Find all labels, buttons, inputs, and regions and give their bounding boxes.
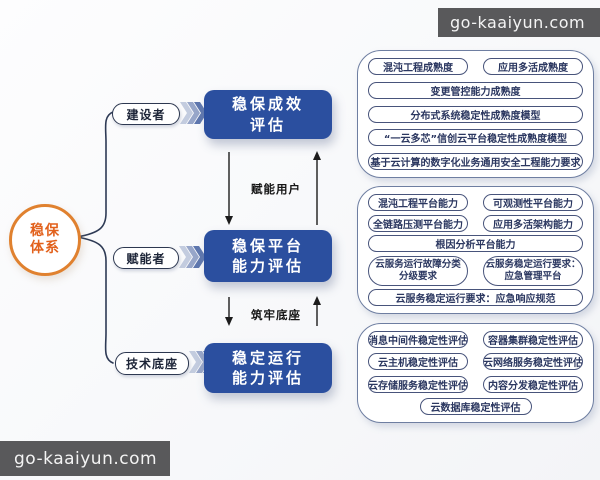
root-node-line2: 体系 — [30, 240, 60, 256]
capability-pill: 云存储服务稳定性评估 — [368, 375, 468, 393]
flow-label-solid-foundation: 筑牢底座 — [251, 308, 301, 322]
root-node-circle: 稳保 体系 — [9, 204, 81, 276]
capability-pill: 云服务稳定运行要求：应急响应规范 — [368, 289, 583, 306]
capability-pill: 应用多活架构能力 — [483, 214, 583, 232]
stage-box-effect-eval: 稳保成效 评估 — [204, 90, 332, 139]
capability-pill: 混沌工程成熟度 — [368, 58, 468, 75]
pill-line1: 云服务运行故障分类 — [375, 258, 461, 270]
capability-pill: 云数据库稳定性评估 — [419, 397, 532, 415]
pill-row: 混沌工程平台能力 可观测性平台能力 — [368, 194, 583, 211]
pill-row: 云数据库稳定性评估 — [368, 397, 583, 415]
pill-row: 云主机稳定性评估 云网络服务稳定性评估 — [368, 353, 583, 371]
capability-pill: 云服务运行故障分类 分级要求 — [368, 255, 468, 286]
capability-pill: 消息中间件稳定性评估 — [368, 331, 468, 348]
capability-pill: 云服务稳定运行要求： 应急管理平台 — [483, 255, 583, 286]
stage-box-line2: 评估 — [249, 115, 286, 134]
stage-box-operation-eval: 稳定运行 能力评估 — [204, 343, 332, 393]
standards-group-operation: 消息中间件稳定性评估 容器集群稳定性评估 云主机稳定性评估 云网络服务稳定性评估… — [357, 323, 594, 423]
triple-chevron-icon — [179, 246, 206, 268]
stage-box-line1: 稳保成效 — [231, 95, 304, 114]
pill-row: 全链路压测平台能力 应用多活架构能力 — [368, 214, 583, 232]
watermark-top-right: go-kaaiyun.com — [438, 8, 600, 37]
stage-box-platform-eval: 稳保平台 能力评估 — [204, 230, 332, 282]
capability-pill: “一云多芯”信创云平台稳定性成熟度模型 — [368, 129, 583, 147]
pill-line2: 分级要求 — [398, 270, 437, 282]
pill-row: “一云多芯”信创云平台稳定性成熟度模型 — [368, 129, 583, 147]
capability-pill: 混沌工程平台能力 — [368, 194, 468, 211]
pill-row: 分布式系统稳定性成熟度模型 — [368, 105, 583, 123]
capability-pill: 可观测性平台能力 — [483, 194, 583, 211]
capability-pill: 云网络服务稳定性评估 — [483, 353, 583, 371]
pill-row: 基于云计算的数字化业务通用安全工程能力要求 — [368, 153, 583, 170]
pill-row: 消息中间件稳定性评估 容器集群稳定性评估 — [368, 331, 583, 348]
capability-pill: 全链路压测平台能力 — [368, 214, 468, 232]
capability-pill: 基于云计算的数字化业务通用安全工程能力要求 — [368, 153, 583, 170]
arrow-up-icon — [313, 296, 321, 326]
role-tech-base: 技术底座 — [115, 352, 189, 375]
pill-row: 云服务稳定运行要求：应急响应规范 — [368, 289, 583, 306]
capability-pill: 容器集群稳定性评估 — [483, 331, 583, 348]
pill-row: 云存储服务稳定性评估 内容分发稳定性评估 — [368, 375, 583, 393]
capability-pill: 云主机稳定性评估 — [368, 353, 468, 371]
standards-group-maturity: 混沌工程成熟度 应用多活成熟度 变更管控能力成熟度 分布式系统稳定性成熟度模型 … — [357, 50, 594, 178]
watermark-bottom-left: go-kaaiyun.com — [0, 441, 170, 476]
stage-box-line1: 稳保平台 — [231, 236, 304, 255]
role-enabler: 赋能者 — [113, 247, 179, 269]
pill-row: 云服务运行故障分类 分级要求 云服务稳定运行要求： 应急管理平台 — [368, 255, 583, 286]
capability-pill: 分布式系统稳定性成熟度模型 — [368, 105, 583, 123]
flow-label-empower-users: 赋能用户 — [251, 182, 301, 196]
pill-row: 混沌工程成熟度 应用多活成熟度 — [368, 58, 583, 75]
capability-pill: 内容分发稳定性评估 — [483, 375, 583, 393]
pill-row: 变更管控能力成熟度 — [368, 81, 583, 99]
role-builder: 建设者 — [112, 103, 180, 125]
stage-box-line2: 能力评估 — [231, 369, 304, 387]
arrow-down-icon — [225, 297, 233, 326]
pill-line2: 应急管理平台 — [504, 270, 562, 282]
stage-box-line2: 能力评估 — [231, 257, 304, 275]
arrow-down-icon — [225, 152, 233, 225]
pill-row: 根因分析平台能力 — [368, 235, 583, 252]
capability-pill: 应用多活成熟度 — [483, 58, 583, 75]
pill-line1: 云服务稳定运行要求： — [485, 258, 581, 270]
root-node-line1: 稳保 — [30, 223, 60, 240]
arrow-up-icon — [313, 151, 321, 225]
stage-box-line1: 稳定运行 — [231, 348, 304, 367]
standards-group-platform: 混沌工程平台能力 可观测性平台能力 全链路压测平台能力 应用多活架构能力 根因分… — [357, 186, 594, 314]
capability-pill: 变更管控能力成熟度 — [368, 81, 583, 99]
capability-pill: 根因分析平台能力 — [368, 235, 583, 252]
